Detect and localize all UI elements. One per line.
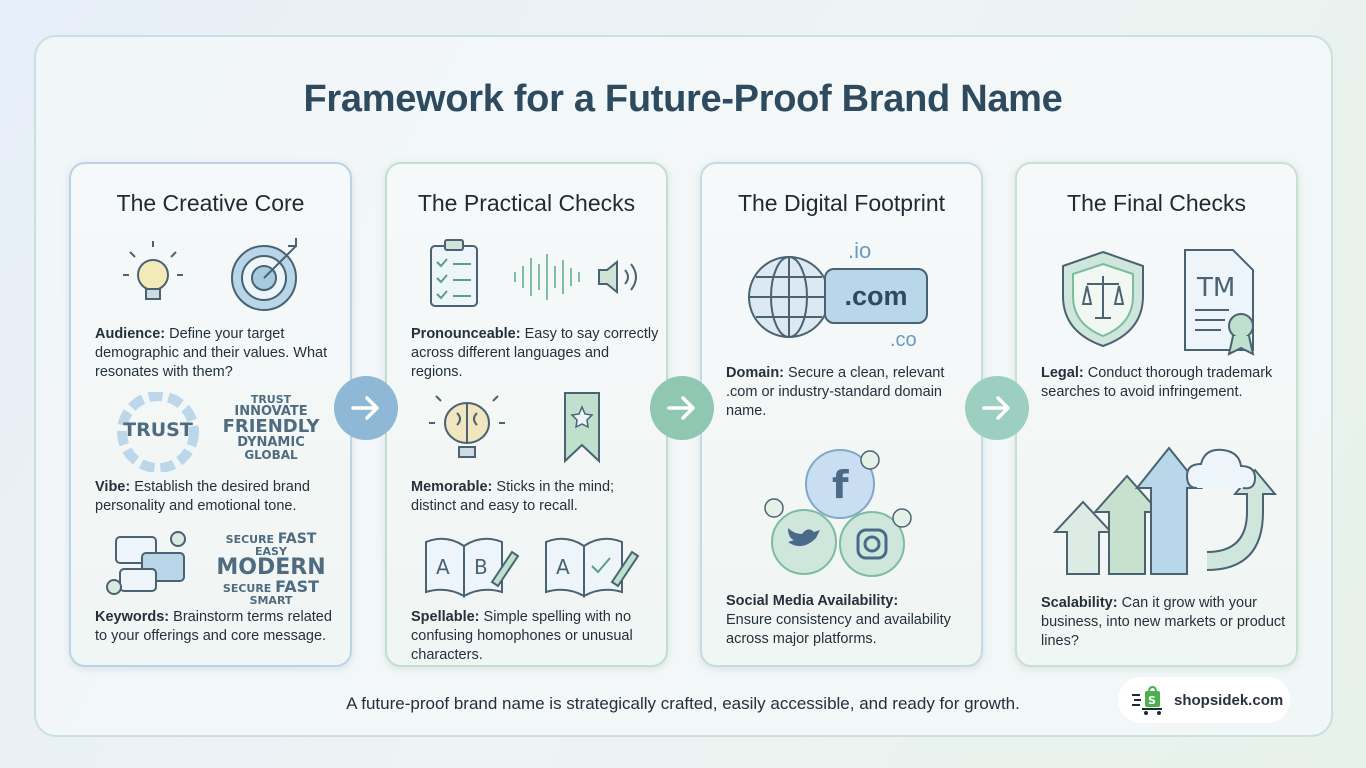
instagram-icon — [839, 511, 905, 577]
globe-icon — [748, 256, 830, 338]
dot-io-label: .io — [848, 238, 872, 263]
footer-tagline: A future-proof brand name is strategical… — [346, 694, 1020, 713]
lightbulb-icon — [123, 241, 183, 300]
vibe-text: Vibe: Establish the desired brand person… — [95, 479, 310, 514]
sound-wave-speaker-icon — [514, 254, 637, 300]
card-creative-core: The Creative Core Audience: Define your … — [69, 162, 352, 667]
svg-text:S: S — [1148, 694, 1156, 707]
shopsidek-logo[interactable]: S shopsidek.com — [1118, 677, 1290, 723]
chat-bubbles-icon — [106, 531, 186, 595]
bookmark-star-icon — [564, 392, 600, 464]
svg-text:f: f — [832, 463, 849, 507]
social-media-icons: f — [764, 449, 912, 577]
logo-text: shopsidek.com — [1174, 691, 1284, 709]
memorable-text: Memorable: Sticks in the mind; distinct … — [411, 479, 615, 514]
facebook-icon: f — [805, 449, 875, 519]
brain-icon — [429, 395, 505, 458]
trust-circle-icon — [117, 392, 199, 472]
scalability-text: Scalability: Can it grow with your busin… — [1041, 595, 1286, 649]
legal-text: Legal: Conduct thorough trademark search… — [1041, 365, 1273, 400]
keyword-word-cloud: SECURE FAST EASY MODERN SECURE FAST SMAR… — [216, 531, 326, 607]
legal-shield-scales-icon — [1062, 250, 1144, 348]
social-media-text: Social Media Availability:Ensure consist… — [726, 593, 951, 647]
card-practical-checks: The Practical Checks Pronounceable: Easy… — [385, 162, 668, 667]
trust-word: TRUST — [123, 419, 193, 441]
audience-text: Audience: Define your target demographic… — [95, 326, 328, 380]
keywords-text: Keywords: Brainstorm terms related to yo… — [95, 609, 332, 644]
page-title: Framework for a Future-Proof Brand Name — [303, 78, 1063, 120]
twitter-icon — [771, 509, 837, 575]
card-heading: The Practical Checks — [417, 190, 636, 216]
arrow-right-icon — [650, 376, 714, 440]
dot-co-label: .co — [890, 329, 917, 351]
svg-text:A: A — [556, 555, 570, 579]
card-heading: The Digital Footprint — [737, 190, 946, 216]
svg-text:B: B — [474, 555, 488, 579]
arrow-right-icon — [965, 376, 1029, 440]
book-check-icon: A — [545, 537, 640, 598]
check-icons — [764, 450, 912, 528]
card-digital-footprint: The Digital Footprint .com .io .co Domai… — [700, 162, 983, 667]
checklist-icon — [430, 239, 478, 307]
svg-text:A: A — [436, 555, 450, 579]
pronounceable-text: Pronounceable: Easy to say correctly acr… — [411, 326, 659, 380]
shopping-cart-logo-icon: S — [1132, 685, 1162, 715]
target-icon — [231, 238, 297, 311]
svg-text:TM: TM — [1196, 273, 1235, 303]
trademark-document-icon: TM — [1184, 249, 1255, 356]
domain-text: Domain: Secure a clean, relevant .com or… — [726, 365, 945, 419]
card-heading: The Creative Core — [116, 190, 305, 216]
spellable-text: Spellable: Simple spelling with no confu… — [411, 609, 633, 663]
growth-arrows-cloud-icon — [1052, 446, 1277, 575]
arrow-right-icon — [334, 376, 398, 440]
card-final-checks: The Final Checks TM Legal: Conduct thoro… — [1015, 162, 1298, 667]
dot-com-bubble: .com — [824, 268, 928, 324]
card-heading: The Final Checks — [1067, 190, 1246, 216]
